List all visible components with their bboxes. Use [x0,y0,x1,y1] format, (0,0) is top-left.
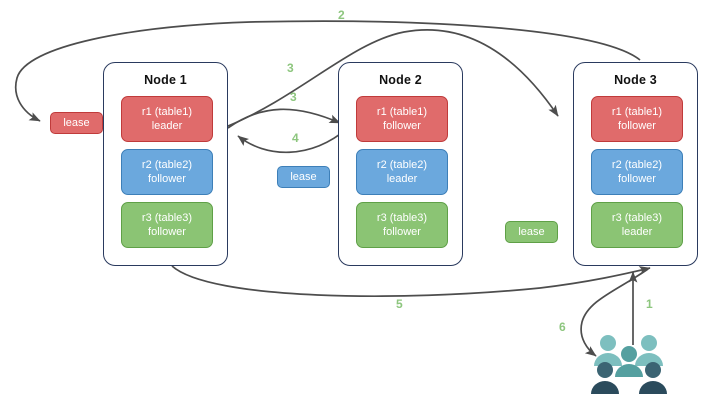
replica-name: r2 (table2) [611,159,663,171]
replica-name: r3 (table3) [611,212,663,224]
node-box-node1[interactable]: Node 1 r1 (table1) leader r2 (table2) fo… [103,62,228,266]
replica-node2-r1[interactable]: r1 (table1) follower [356,96,448,142]
replica-role: leader [386,173,418,185]
edge-label-3a: 3 [287,61,294,75]
lease-badge-blue[interactable]: lease [277,166,330,188]
replica-role: follower [383,120,421,132]
edge-label-2: 2 [338,8,345,22]
replica-node1-r1[interactable]: r1 (table1) leader [121,96,213,142]
node-title-node2: Node 2 [379,73,422,87]
replica-role: leader [621,226,653,238]
replica-role: follower [383,226,421,238]
edge-label-1: 1 [646,297,653,311]
edge-label-4: 4 [292,131,299,145]
replica-role: follower [618,173,656,185]
replica-name: r3 (table3) [376,212,428,224]
replica-name: r2 (table2) [376,159,428,171]
replica-name: r1 (table1) [376,106,428,118]
node-title-node1: Node 1 [144,73,187,87]
replica-node3-r3[interactable]: r3 (table3) leader [591,202,683,248]
replica-name: r1 (table1) [611,106,663,118]
edge-label-3b: 3 [290,90,297,104]
edge-5-node1-to-node3 [171,265,651,297]
replica-name: r3 (table3) [141,212,193,224]
lease-badge-green[interactable]: lease [505,221,558,243]
replica-node2-r2[interactable]: r2 (table2) leader [356,149,448,195]
replica-role: follower [148,173,186,185]
edge-label-6: 6 [559,320,566,334]
node-box-node2[interactable]: Node 2 r1 (table1) follower r2 (table2) … [338,62,463,266]
edge-3-node1-to-node2 [227,108,341,129]
node-title-node3: Node 3 [614,73,657,87]
users-icon [591,335,667,394]
replica-name: r2 (table2) [141,159,193,171]
replica-node2-r3[interactable]: r3 (table3) follower [356,202,448,248]
replica-node3-r2[interactable]: r2 (table2) follower [591,149,683,195]
replica-node1-r3[interactable]: r3 (table3) follower [121,202,213,248]
replica-role: follower [148,226,186,238]
replica-node1-r2[interactable]: r2 (table2) follower [121,149,213,195]
replica-role: follower [618,120,656,132]
replica-name: r1 (table1) [141,106,193,118]
lease-badge-red[interactable]: lease [50,112,103,134]
node-box-node3[interactable]: Node 3 r1 (table1) follower r2 (table2) … [573,62,698,266]
edge-label-5: 5 [396,297,403,311]
replica-node3-r1[interactable]: r1 (table1) follower [591,96,683,142]
replica-role: leader [151,120,183,132]
